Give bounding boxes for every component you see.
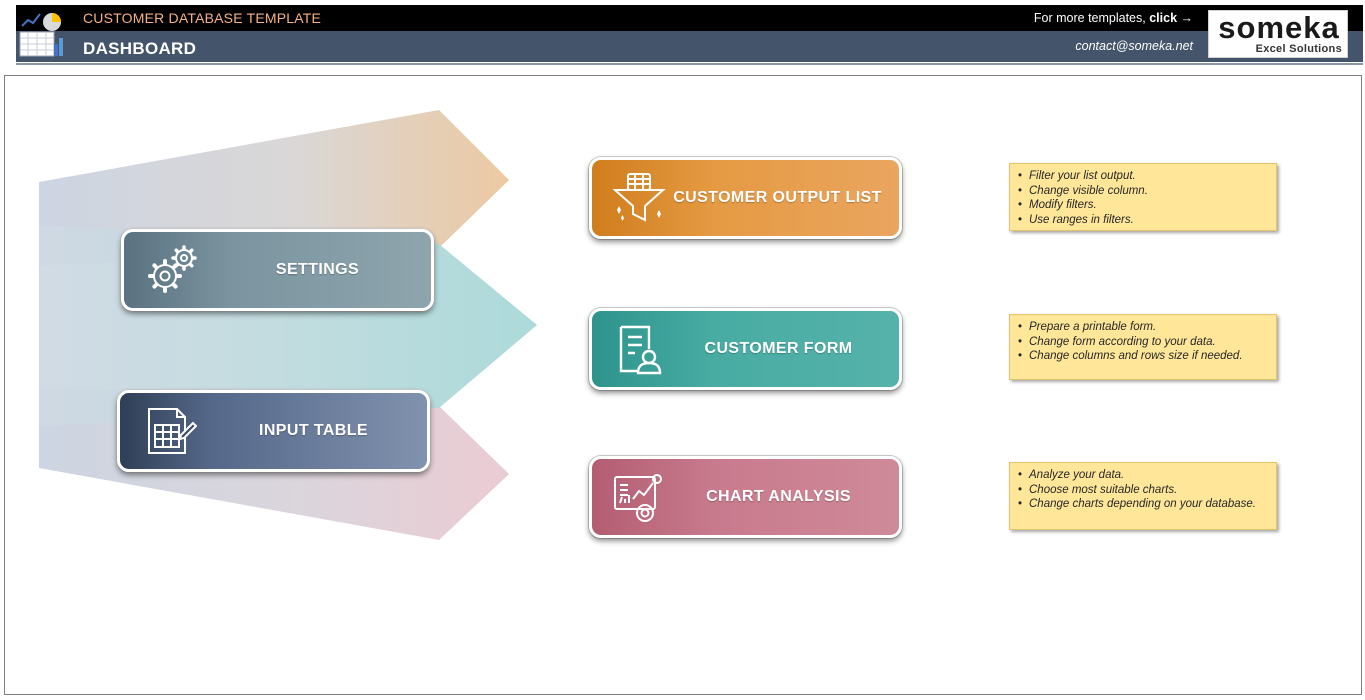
header-bar: CUSTOMER DATABASE TEMPLATE DASHBOARD For… (0, 0, 1365, 68)
header-top-strip (16, 5, 1363, 31)
note-item: Analyze your data. (1018, 468, 1268, 483)
app-title: CUSTOMER DATABASE TEMPLATE (83, 10, 322, 26)
customer-form-button[interactable]: CUSTOMER FORM (589, 308, 902, 390)
header-divider (16, 63, 1363, 65)
note-item: Choose most suitable charts. (1018, 483, 1268, 498)
note-item: Use ranges in filters. (1018, 213, 1268, 228)
note-item: Change charts depending on your database… (1018, 497, 1268, 512)
arrow-top-shape (39, 110, 509, 266)
form-user-icon (604, 311, 674, 387)
customer-form-label: CUSTOMER FORM (704, 340, 853, 357)
page-title: DASHBOARD (83, 39, 197, 58)
note-item: Modify filters. (1018, 198, 1268, 213)
dashboard-panel: SETTINGS INPUT TABLE (4, 75, 1362, 695)
note-item: Filter your list output. (1018, 169, 1268, 184)
note-item: Change columns and rows size if needed. (1018, 349, 1268, 364)
click-link[interactable]: click → (1149, 11, 1193, 25)
note-item: Change visible column. (1018, 184, 1268, 199)
someka-logo[interactable]: someka Excel Solutions (1208, 10, 1348, 58)
note-item: Change form according to your data. (1018, 335, 1268, 350)
customer-form-notes: Prepare a printable form. Change form ac… (1009, 314, 1277, 380)
chart-analysis-label: CHART ANALYSIS (706, 488, 851, 505)
settings-label: SETTINGS (275, 261, 360, 278)
more-templates-text: For more templates, (1033, 11, 1146, 25)
gears-icon (138, 232, 208, 308)
brand-subtitle: Excel Solutions (1255, 43, 1342, 55)
chart-analysis-button[interactable]: CHART ANALYSIS (589, 456, 902, 538)
table-edit-icon (134, 393, 204, 469)
note-item: Prepare a printable form. (1018, 320, 1268, 335)
database-chart-logo-icon (19, 13, 63, 57)
brand-name: someka (1218, 10, 1340, 45)
chart-analysis-icon (604, 459, 674, 535)
funnel-filter-icon (604, 160, 674, 236)
customer-output-list-label: CUSTOMER OUTPUT LIST (673, 189, 882, 206)
header-bottom-strip (16, 31, 1363, 62)
input-table-button[interactable]: INPUT TABLE (117, 390, 430, 472)
more-templates-link[interactable]: For more templates, click → (1034, 11, 1193, 25)
customer-output-list-button[interactable]: CUSTOMER OUTPUT LIST (589, 157, 902, 239)
contact-email[interactable]: contact@someka.net (1075, 39, 1193, 53)
chart-analysis-notes: Analyze your data. Choose most suitable … (1009, 462, 1277, 530)
output-list-notes: Filter your list output. Change visible … (1009, 163, 1277, 231)
input-table-label: INPUT TABLE (259, 422, 368, 439)
settings-button[interactable]: SETTINGS (121, 229, 434, 311)
